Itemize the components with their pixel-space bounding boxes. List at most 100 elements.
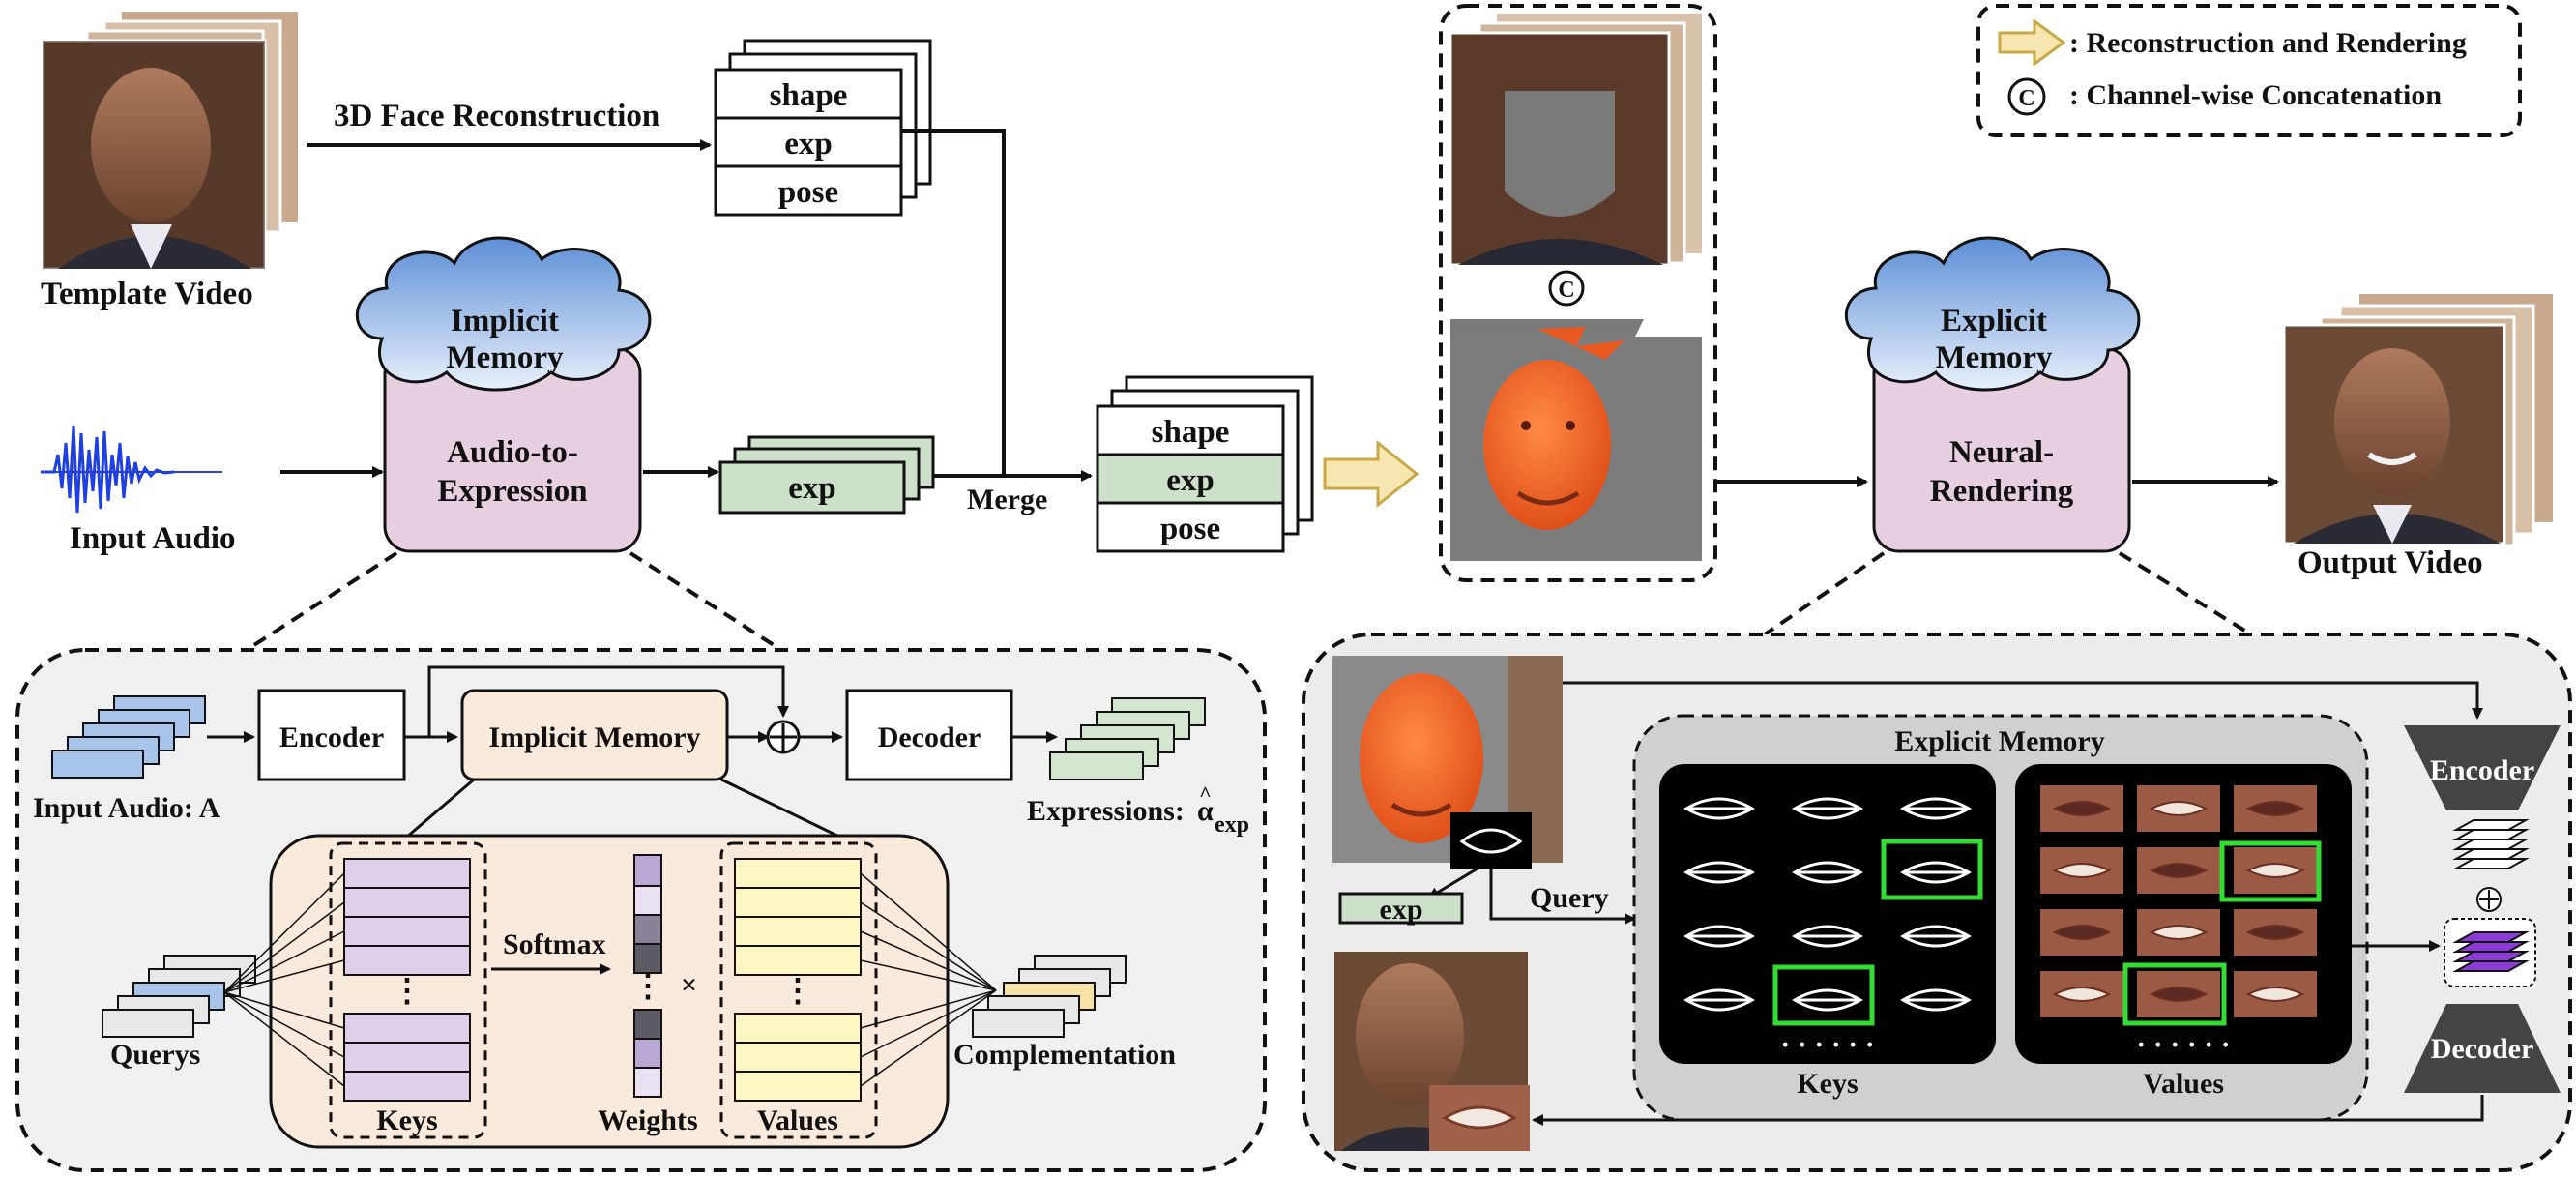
- zoom-line-right-a: [1763, 551, 1886, 636]
- zoom-line-left-a: [245, 551, 398, 652]
- encoded-feature-stack: [2452, 819, 2530, 869]
- lip-contour: [1792, 861, 1863, 884]
- legend-concat-letter: C: [2018, 86, 2034, 111]
- explicit-memory-title: Explicit Memory: [1894, 725, 2104, 757]
- shape-label-top: shape: [770, 78, 848, 113]
- lip-contour: [1900, 925, 1972, 948]
- decoder-to-output-arrow: [1532, 1095, 2484, 1126]
- lip-contour: [1900, 797, 1972, 820]
- lip-contour: [1683, 797, 1755, 820]
- lip-contour: [1683, 988, 1755, 1012]
- lip-contour: [1792, 797, 1863, 820]
- mouth-shape: [2245, 801, 2305, 816]
- template-video-frames: [41, 12, 298, 271]
- lip-contour: [1900, 861, 1972, 884]
- template-video-label: Template Video: [41, 277, 253, 311]
- value-match-highlight-1: [2219, 840, 2322, 902]
- decoder-box: [845, 689, 1013, 781]
- implicit-memory-box-label: Implicit Memory: [488, 722, 700, 753]
- lip-contour: [1683, 925, 1755, 948]
- decoder-trapezoid: [2404, 1004, 2561, 1093]
- output-video-label: Output Video: [2298, 545, 2483, 580]
- multiply-symbol: ×: [681, 969, 697, 1001]
- render-to-encoder-arrow: [1563, 681, 2483, 720]
- explicit-memory-cloud-line1: Explicit: [1941, 304, 2047, 339]
- zoom-line-left-b: [629, 551, 783, 652]
- keys-label: Keys: [376, 1104, 437, 1136]
- mouth-shape: [2149, 987, 2209, 1002]
- zoom-line-right-b: [2118, 551, 2253, 636]
- encoder-trapezoid: [2404, 725, 2561, 810]
- input-audio-stack: [51, 695, 206, 779]
- decoder-trapezoid-label: Decoder: [2431, 1033, 2534, 1065]
- implicit-memory-box: [460, 689, 729, 781]
- mouth-shape: [2149, 801, 2209, 816]
- legend-reconstruction: : Reconstruction and Rendering: [2069, 27, 2467, 59]
- merge-connector: [901, 129, 1006, 476]
- face-reconstruction-label: 3D Face Reconstruction: [334, 99, 659, 133]
- values-dashed-box: [719, 841, 878, 1139]
- value-output-lines: [860, 872, 997, 1087]
- weights-ellipsis: ⋮: [632, 969, 664, 1004]
- legend-box: [1976, 4, 2522, 137]
- encoder-box: [257, 689, 406, 781]
- concat-symbol-letter: C: [1558, 278, 1574, 303]
- mouth-shape: [2052, 987, 2112, 1002]
- query-render-image: [1332, 656, 1563, 869]
- implicit-memory-cloud-line2: Memory: [447, 340, 564, 375]
- 3d-render-frames: [1450, 319, 1702, 561]
- mouth-shape: [2149, 863, 2209, 878]
- exp-stack-predicted: exp: [718, 435, 935, 515]
- masked-face-frames: [1449, 14, 1702, 267]
- lip-contour: [1683, 861, 1755, 884]
- alpha-subscript: exp: [1215, 812, 1249, 838]
- query-arrow: [1489, 869, 1636, 925]
- key-slots: [343, 858, 471, 1102]
- neural-rendering-line2: Rendering: [1930, 474, 2074, 509]
- skip-connection: [427, 665, 789, 737]
- memory-zoom-line-a: [405, 778, 475, 839]
- neural-rendering-line1: Neural-: [1949, 435, 2054, 470]
- keys-lip-contours: [1683, 797, 1972, 1012]
- keys-panel-label: Keys: [1797, 1068, 1858, 1100]
- explicit-memory-cloud-line2: Memory: [1936, 340, 2053, 375]
- querys-label: Querys: [110, 1039, 200, 1071]
- lip-contour: [1792, 925, 1863, 948]
- weights-label: Weights: [598, 1104, 697, 1136]
- exp-label-merged: exp: [1166, 463, 1215, 498]
- output-face-image: [1334, 952, 1530, 1151]
- values-dots: · · · · · ·: [2136, 1029, 2231, 1061]
- values-panel-label: Values: [2143, 1068, 2224, 1100]
- mouth-shape: [2052, 863, 2112, 878]
- coeff-stack-top: shape exp pose: [714, 39, 932, 217]
- exp-input-box: [1338, 892, 1464, 925]
- value-slots: [734, 858, 862, 1102]
- neural-rendering-module: Explicit Memory Neural- Rendering: [1844, 236, 2141, 553]
- value-match-highlight-2: [2122, 962, 2227, 1026]
- memory-zoom-line-b: [720, 778, 842, 839]
- alpha-hat: ^: [1199, 781, 1212, 806]
- concat-symbol: [1548, 270, 1585, 307]
- fused-feature-stack: [2452, 931, 2530, 972]
- legend-render-arrow-icon: [1998, 18, 2066, 67]
- complementation-label: Complementation: [953, 1039, 1176, 1071]
- key-match-highlight-1: [1881, 839, 1983, 900]
- query-key-lines: [223, 872, 345, 1087]
- legend-concat-icon: [2007, 77, 2046, 116]
- input-audio-a-label: Input Audio: A: [33, 792, 220, 824]
- mouth-shape: [2052, 925, 2112, 940]
- exp-label-top: exp: [784, 127, 833, 162]
- keys-ellipsis: ⋮: [392, 974, 424, 1009]
- query-label: Query: [1530, 882, 1609, 914]
- mouth-shape: [2052, 801, 2112, 816]
- weight-cells: [633, 854, 662, 1098]
- values-mouth-crops: [2040, 785, 2317, 1017]
- lip-contour: [1900, 988, 1972, 1012]
- audio-to-expression-line2: Expression: [437, 474, 587, 509]
- expression-output-stack: [1049, 697, 1206, 780]
- coeff-stack-merged: shape exp pose: [1096, 375, 1314, 553]
- exp-label-predicted: exp: [788, 471, 836, 506]
- audio-to-expression-module: Implicit Memory Audio-to- Expression: [355, 236, 652, 553]
